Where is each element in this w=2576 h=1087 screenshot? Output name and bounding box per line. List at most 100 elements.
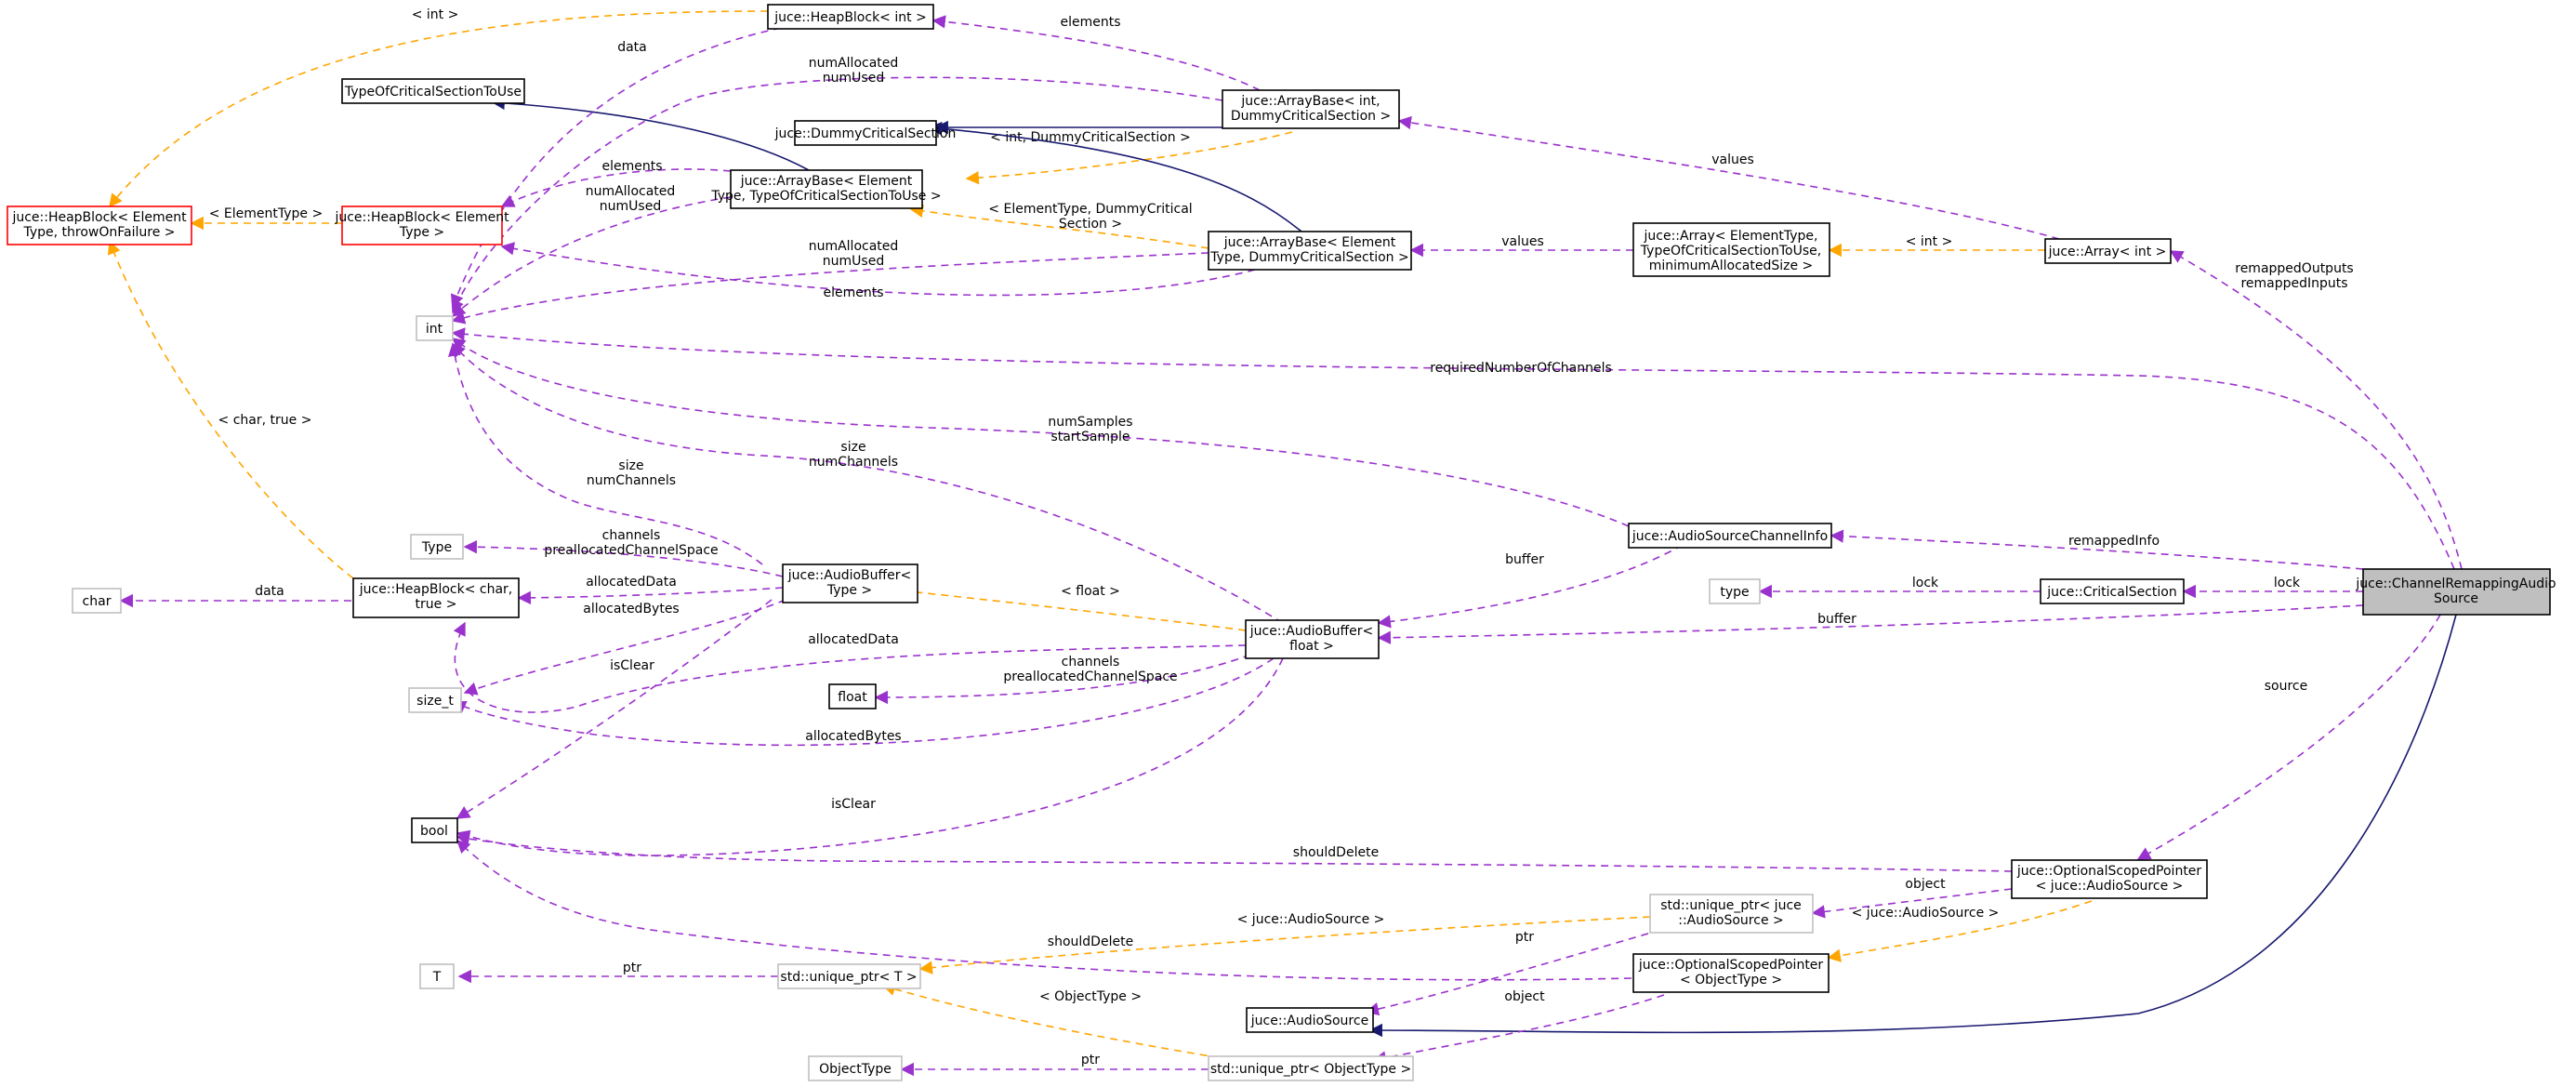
node-type-lowercase[interactable]: type [1709,578,1761,604]
node-label: < ObjectType > [1680,973,1782,988]
node-label: ::AudioSource > [1678,913,1784,928]
node-label: juce::ArrayBase< Element [740,174,913,189]
node-label: juce::ArrayBase< Element [1223,235,1396,250]
edge-label: preallocatedChannelSpace [1003,669,1177,684]
edge-uniqueptr-objecttype-to-uniqueptr-t: < ObjectType > [881,982,1247,1063]
node-label: T [432,970,442,985]
edge-label: < ElementType > [209,206,323,221]
edge-uniqueptr-audiosource-to-uniqueptr-t: < juce::AudioSource > [918,912,1651,974]
node-bool[interactable]: bool [411,817,458,843]
node-type-of-critical-section-to-use[interactable]: TypeOfCriticalSectionToUse [341,78,525,104]
edge-label: buffer [1505,552,1544,567]
node-heapblock-char-true[interactable]: juce::HeapBlock< char, true > [352,577,520,618]
edge-label: numUsed [600,199,661,214]
edge-label: numUsed [823,71,884,86]
node-audiobuffer-float[interactable]: juce::AudioBuffer< float > [1245,619,1380,659]
node-audio-source-channel-info[interactable]: juce::AudioSourceChannelInfo [1628,523,1832,549]
node-unique-ptr-objecttype[interactable]: std::unique_ptr< ObjectType > [1208,1055,1414,1081]
node-label: juce::OptionalScopedPointer [2016,864,2202,879]
edge-label: object [1905,877,1946,892]
node-label: juce::AudioSource [1250,1014,1368,1028]
edge-label: ptr [623,961,641,975]
edge-label: buffer [1817,612,1856,627]
node-heapblock-int[interactable]: juce::HeapBlock< int > [767,4,934,30]
node-label: < juce::AudioSource > [2036,879,2184,894]
node-arraybase-generic[interactable]: juce::ArrayBase< Element Type, TypeOfCri… [710,169,942,209]
node-label: char [83,594,112,609]
node-audiobuffer-type[interactable]: juce::AudioBuffer< Type > [782,563,918,603]
node-channel-remapping-audio-source[interactable]: juce::ChannelRemappingAudio Source [2355,568,2556,616]
edge-label: requiredNumberOfChannels [1430,361,1612,376]
node-label: juce::Array< int > [2048,245,2167,259]
node-char[interactable]: char [72,588,122,614]
edge-label: numUsed [823,254,884,269]
node-dummy-critical-section[interactable]: juce::DummyCriticalSection [774,120,957,146]
edge-label: remappedOutputs [2235,261,2353,276]
node-label: juce::OptionalScopedPointer [1638,958,1824,973]
edge-criticalsection-to-type: lock [1758,576,2041,599]
edge-optscoped-to-optscoped-generic: < juce::AudioSource > [1827,900,2093,962]
edge-heapblock-int-to-int: data [450,27,782,309]
edge-label: < ElementType, DummyCritical [988,202,1192,217]
node-arraybase-elem-dummy[interactable]: juce::ArrayBase< Element Type, DummyCrit… [1208,231,1412,271]
node-T[interactable]: T [419,963,455,989]
edge-audiobuffer-float-to-heapblock-char: allocatedData [453,621,1247,713]
edge-label: elements [823,285,883,300]
edge-label: remappedInfo [2068,534,2160,549]
edge-label: numAllocated [809,56,899,71]
node-size-t[interactable]: size_t [408,687,462,713]
node-audio-source[interactable]: juce::AudioSource [1246,1007,1374,1033]
edge-label: allocatedData [586,575,677,590]
edge-uniqueptr-audiosource-to-audiosource: ptr [1365,925,1674,1016]
node-label: std::unique_ptr< ObjectType > [1210,1062,1411,1077]
node-label: Type [421,540,452,555]
node-label: juce::Array< ElementType, [1644,229,1818,244]
edge-label: elements [601,159,662,174]
edge-heapblock-char-to-char: data [119,584,351,608]
node-int[interactable]: int [416,315,454,341]
edge-audiobuffer-float-to-sizet: allocatedBytes [452,657,1275,747]
node-unique-ptr-audiosource[interactable]: std::unique_ptr< juce ::AudioSource > [1649,894,1814,934]
edge-label: < juce::AudioSource > [1852,906,2000,921]
edge-label: size [618,458,643,473]
node-label: Type, throwOnFailure > [22,225,175,240]
node-critical-section[interactable]: juce::CriticalSection [2040,578,2185,604]
edge-label: data [617,40,647,55]
node-type[interactable]: Type [410,534,464,560]
edge-label: preallocatedChannelSpace [544,543,718,558]
node-array-int[interactable]: juce::Array< int > [2044,238,2172,264]
edge-arraybase-int-to-int: numAllocated numUsed [451,56,1223,314]
edge-label: isClear [610,658,654,673]
node-float[interactable]: float [828,683,877,709]
edge-label: < int > [412,7,459,22]
node-label: bool [420,824,448,839]
edge-audiobuffer-float-to-type: < float > [874,582,1247,631]
edge-label: allocatedBytes [583,602,679,616]
edge-heapblock-char-to-heapblock-generic: < char, true > [107,240,354,579]
node-objecttype[interactable]: ObjectType [808,1055,903,1081]
node-arraybase-int[interactable]: juce::ArrayBase< int, DummyCriticalSecti… [1222,89,1400,129]
edge-arraybase-elem-dummy-to-heapblock-elem: elements [500,242,1256,300]
node-optional-scoped-pointer-objecttype[interactable]: juce::OptionalScopedPointer < ObjectType… [1632,953,1830,993]
edge-focus-to-criticalsection: lock [2182,576,2363,599]
node-heapblock-elem[interactable]: juce::HeapBlock< Element Type > [334,205,509,245]
edge-focus-to-array-int: remappedOutputs remappedInputs [2169,250,2463,570]
edge-label: shouldDelete [1293,845,1379,860]
node-optional-scoped-pointer-audiosource[interactable]: juce::OptionalScopedPointer < juce::Audi… [2011,859,2208,899]
node-heapblock-generic[interactable]: juce::HeapBlock< Element Type, throwOnFa… [7,205,192,245]
node-unique-ptr-T[interactable]: std::unique_ptr< T > [777,963,921,989]
node-array-generic[interactable]: juce::Array< ElementType, TypeOfCritical… [1632,222,1830,277]
edge-audiobuffer-type-to-int: size numChannels [447,342,763,565]
edge-array-generic-to-arraybase-elem-dummy: values [1409,234,1633,258]
edge-arraybase-elem-dummy-to-generic: < ElementType, DummyCritical Section > [909,202,1209,249]
node-label: true > [416,597,457,612]
edge-label: Section > [1059,217,1122,232]
edge-label: allocatedData [808,632,899,647]
edge-label: remappedInputs [2240,276,2347,291]
edge-label: numChannels [587,473,676,488]
edge-label: ptr [1515,930,1534,945]
node-label: int [426,322,443,337]
edge-label: data [255,584,284,599]
node-label: minimumAllocatedSize > [1649,258,1814,273]
node-label: size_t [416,694,454,709]
